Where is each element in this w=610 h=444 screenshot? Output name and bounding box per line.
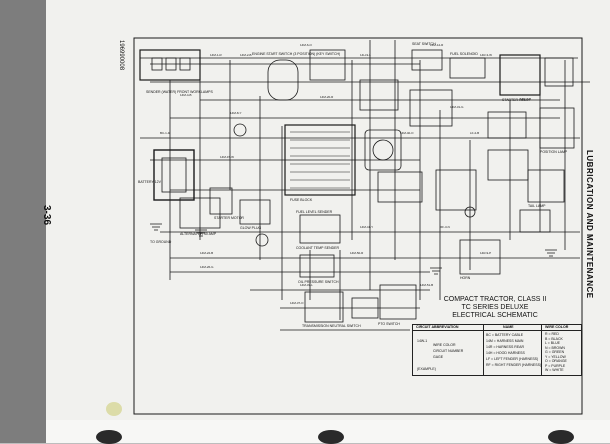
label-oil-pressure: OIL PRESSURE SWITCH	[298, 280, 339, 284]
legend-color: N = BROWN	[545, 345, 565, 350]
label-coolant-temp: COOLANT TEMP SENDER	[296, 246, 339, 250]
svg-text:14M-33-L: 14M-33-L	[300, 283, 313, 287]
label-engine-start: ENGINE START SWITCH (3 POSITION) (KEY SW…	[252, 52, 341, 56]
label-starter-motor: STARTER MOTOR	[214, 216, 244, 220]
legend-color: Y = YELLOW	[545, 354, 566, 359]
svg-text:14M-40-O: 14M-40-O	[400, 131, 414, 135]
legend-name: LF = LEFT FENDER (HARNESS)	[486, 357, 539, 361]
svg-text:14M-26-G: 14M-26-G	[200, 265, 214, 269]
title-line2: TC SERIES DELUXE	[461, 304, 529, 311]
label-fuel-level: FUEL LEVEL SENDER	[296, 210, 333, 214]
label-fuel-solenoid: FUEL SOLENOID	[450, 52, 478, 56]
svg-text:14M-41-Y: 14M-41-Y	[360, 225, 373, 229]
legend-color: L = BLUE	[545, 341, 560, 345]
title-line1: COMPACT TRACTOR, CLASS II	[443, 296, 547, 303]
binder-hole-middle	[318, 430, 344, 444]
svg-text:14M-6-O: 14M-6-O	[300, 43, 313, 47]
label-pto-switch: PTO SWITCH	[378, 322, 400, 326]
label-ground: TO GROUND	[150, 240, 172, 244]
legend-color: B = BLACK	[545, 336, 563, 341]
svg-text:14R-9-P: 14R-9-P	[480, 251, 491, 255]
svg-text:14M-15-W: 14M-15-W	[220, 155, 234, 159]
legend-example-note: WIRE COLOR	[433, 343, 456, 347]
label-glow-plug: GLOW PLUG	[240, 226, 262, 230]
svg-text:14M-4-B: 14M-4-B	[180, 93, 192, 97]
svg-text:14M-51-B: 14M-51-B	[420, 283, 433, 287]
legend-name: 14M = HARNESS MAIN	[486, 339, 524, 343]
schematic-title: COMPACT TRACTOR, CLASS II TC SERIES DELU…	[420, 296, 570, 320]
svg-text:14M-22-B: 14M-22-B	[200, 251, 213, 255]
legend-name: BC = BATTERY CABLE	[486, 333, 524, 337]
svg-text:14M-8-Y: 14M-8-Y	[230, 111, 242, 115]
label-starter-relay: STARTER RELAY	[502, 98, 531, 102]
label-sender-front: SENDER (WATER) FRONT WORKLAMPS	[146, 90, 213, 94]
svg-text:14M-20-R: 14M-20-R	[320, 95, 334, 99]
legend-divider	[541, 325, 542, 375]
label-alternator: ALTERNATOR 40 AMP	[180, 232, 217, 236]
svg-text:14M-12-R: 14M-12-R	[430, 43, 444, 47]
svg-text:14R-3-W: 14R-3-W	[480, 53, 492, 57]
legend-table: CIRCUIT ABBREVIATION NAME WIRE COLOR 14W…	[412, 324, 582, 376]
legend-example-note: CIRCUIT NUMBER	[433, 349, 464, 353]
legend-color: O = ORANGE	[545, 359, 567, 363]
svg-text:14M-37-O: 14M-37-O	[290, 301, 304, 305]
legend-divider	[483, 325, 484, 375]
svg-text:14R-7-B: 14R-7-B	[520, 97, 531, 101]
svg-text:RF-3-N: RF-3-N	[440, 225, 450, 229]
legend-name: 14H = HOOD HARNESS	[486, 351, 525, 355]
page-tab-marker	[106, 402, 122, 416]
legend-col3-header: WIRE COLOR	[545, 325, 569, 329]
svg-text:BC-1-R: BC-1-R	[160, 131, 171, 135]
legend-color: W = WHITE	[545, 368, 564, 372]
svg-text:14M-1-R: 14M-1-R	[210, 53, 223, 57]
legend-example-note: GAGE	[433, 355, 444, 359]
label-fuse-block: FUSE BLOCK	[290, 198, 313, 202]
legend-name: 14R = HARNESS REAR	[486, 345, 525, 349]
legend-color: G = GREEN	[545, 350, 565, 354]
left-margin-strip	[0, 0, 46, 443]
legend-col1-header: CIRCUIT ABBREVIATION	[416, 325, 459, 329]
legend-example-label: (EXAMPLE)	[417, 367, 436, 371]
title-line3: ELECTRICAL SCHEMATIC	[452, 312, 538, 319]
svg-text:14H-9-L: 14H-9-L	[360, 53, 371, 57]
legend-col2-header: NAME	[503, 325, 514, 329]
svg-text:14M-31-G: 14M-31-G	[450, 105, 464, 109]
svg-text:14M-2-B: 14M-2-B	[240, 53, 252, 57]
binder-hole-left	[96, 430, 122, 444]
label-seat-switch: SEAT SWITCH	[412, 42, 436, 46]
legend-color: R = RED	[545, 332, 559, 336]
label-horn: HORN	[460, 276, 471, 280]
svg-text:LF-2-B: LF-2-B	[470, 131, 479, 135]
legend-example-code: 14W-1	[417, 339, 428, 343]
label-position-lamp: POSITION LAMP	[540, 150, 568, 154]
binder-hole-right	[548, 430, 574, 444]
legend-color: P = PURPLE	[545, 363, 566, 368]
label-tail-lamp: TAIL LAMP	[528, 204, 546, 208]
legend-name: RF = RIGHT FENDER (HARNESS)	[486, 363, 542, 367]
legend-header-rule	[413, 330, 581, 331]
svg-text:14M-50-R: 14M-50-R	[350, 251, 364, 255]
label-battery: BATTERY 12V	[138, 180, 161, 184]
label-transmission: TRANSMISSION NEUTRAL SWITCH	[302, 324, 361, 328]
